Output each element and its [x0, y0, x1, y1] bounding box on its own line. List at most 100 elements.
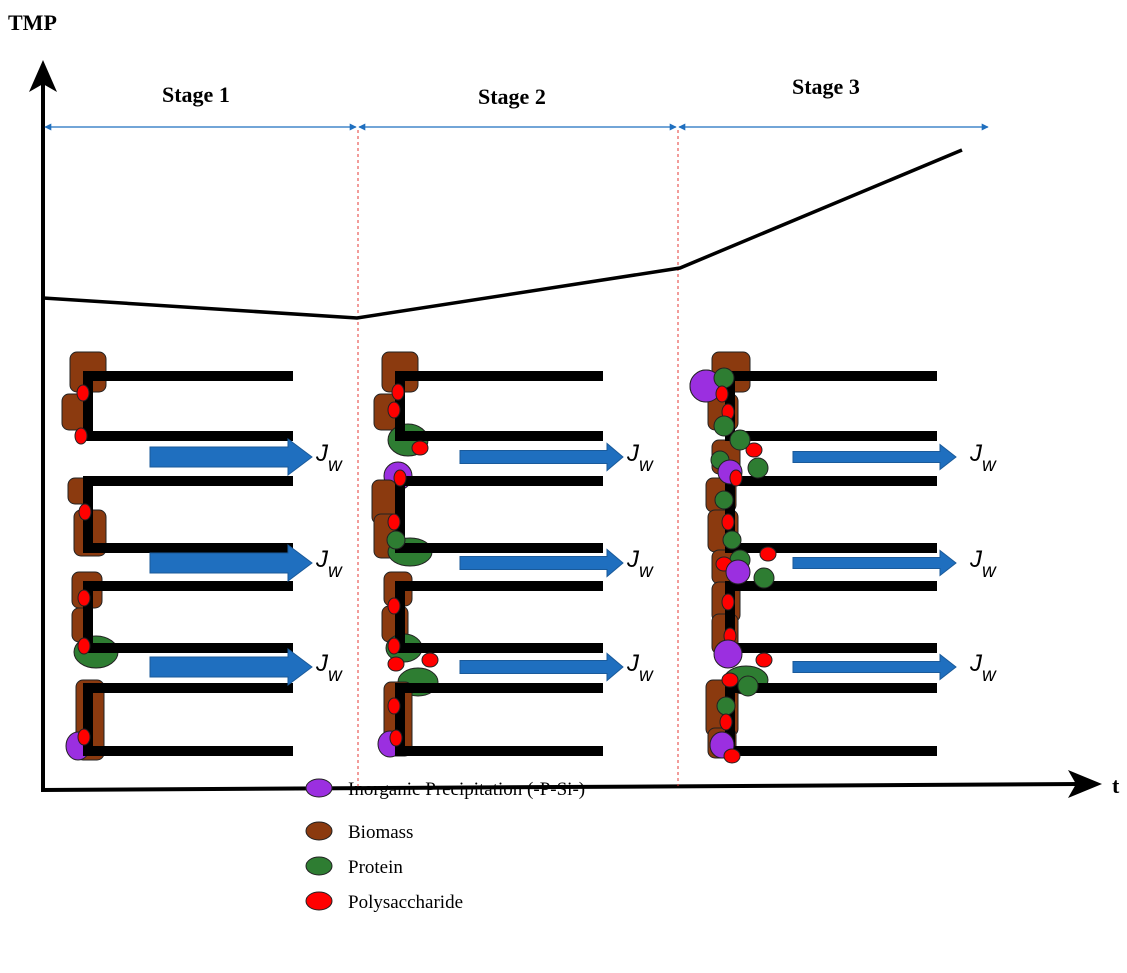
stage-2-flux-subscript-2: w — [639, 561, 654, 582]
stage-3-flux-arrow-2 — [792, 549, 957, 577]
stage-2-flux-arrow-2 — [459, 548, 624, 578]
stage-3-foulant-particle-29 — [723, 748, 741, 764]
stage-1-membrane-channel-3 — [83, 581, 293, 653]
stage-1-foulant-particle-1 — [76, 384, 90, 402]
stage-3-flux-subscript-2: w — [982, 561, 997, 582]
stage-1-foulant-particle-5 — [77, 637, 91, 655]
stage-3-foulant-particle-2 — [713, 367, 735, 389]
axes: TMP t — [8, 10, 1120, 798]
stage-3-foulant-particle-12 — [714, 490, 734, 510]
stage-3-flux-arrow-3 — [792, 653, 957, 681]
stage-3-foulant-particle-24 — [721, 672, 739, 688]
x-axis-label: t — [1112, 773, 1120, 798]
stage-2-foulant-particle-12 — [389, 729, 403, 747]
stage-2-flux-label-2: Jw — [626, 546, 654, 582]
stage-3-foulant-particle-6 — [745, 442, 763, 458]
stage-1-membrane-channel-1 — [83, 371, 293, 441]
stage-2-flux-label-1: Jw — [626, 440, 654, 476]
stage-3-foulant-particle-22 — [713, 639, 743, 669]
stage-3-foulant-particle-27 — [719, 713, 733, 731]
stage-2-foulant-particle-4 — [393, 469, 407, 487]
stage-3-membrane-channel-3 — [725, 581, 937, 653]
stage-2-foulant-particle-5 — [387, 513, 401, 531]
stage-3-foulant-particle-14 — [722, 530, 742, 550]
stage-3-foulant-particle-9 — [747, 457, 769, 479]
stage-1-foulant-particle-2 — [74, 427, 88, 445]
stage-3-flux-arrow-1 — [792, 443, 957, 471]
stage-1-flux-subscript-2: w — [328, 561, 343, 582]
legend-label-biomass: Biomass — [348, 822, 413, 843]
stage-1-label: Stage 1 — [162, 82, 230, 107]
stage-2-label: Stage 2 — [478, 84, 546, 109]
legend-label-protein: Protein — [348, 857, 403, 878]
legend-swatch-biomass — [305, 821, 333, 841]
stage-3-flux-label-3: Jw — [969, 650, 997, 686]
stage-3-foulant-particle-18 — [725, 559, 751, 585]
stage-3-foulant-particle-25 — [737, 675, 759, 697]
stage-1-flux-subscript-1: w — [328, 455, 343, 476]
stage-1-membrane-channel-4 — [83, 683, 293, 756]
stage-1-flux-label-3: Jw — [315, 650, 343, 686]
stage-3-foulant-particle-13 — [721, 513, 735, 531]
x-axis-arrowhead — [1068, 770, 1102, 798]
stage-2-foulant-particle-2 — [387, 401, 401, 419]
stage-3-membrane-channel-4 — [725, 683, 937, 756]
stage-1-foulant-particle-3 — [78, 503, 92, 521]
stage-1-flux-label-1: Jw — [315, 440, 343, 476]
legend-label-polysaccharide: Polysaccharide — [348, 892, 463, 913]
stage-3-foulant-particle-20 — [721, 593, 735, 611]
stage-1-foulant-particle-6 — [77, 728, 91, 746]
stage-3-membrane-channel-1 — [725, 371, 937, 441]
stage-3-membrane-channel-2 — [725, 476, 937, 553]
stage-2-flux-arrow-1 — [459, 442, 624, 472]
tmp-curve — [42, 148, 963, 320]
stage-3-foulant-particle-26 — [716, 696, 736, 716]
x-axis — [40, 782, 1081, 792]
stage-2-foulant-particle-3 — [411, 440, 429, 456]
stage-2-foulant-particle-7 — [387, 597, 401, 615]
legend: Inorganic Precipitation (-P-Si-) Biomass… — [305, 778, 585, 913]
stage-1-flux-subscript-3: w — [328, 665, 343, 686]
stage-1-foulant-particle-4 — [77, 589, 91, 607]
stage-2-membrane-channel-4 — [395, 683, 603, 756]
stage-3-label: Stage 3 — [792, 74, 860, 99]
stage-1-membrane-channel-2 — [83, 476, 293, 553]
stage-header: Stage 1 Stage 2 Stage 3 — [44, 74, 989, 131]
stage-2-flux-label-3: Jw — [626, 650, 654, 686]
legend-swatch-polysaccharide — [305, 891, 333, 911]
stage-2-membrane-channel-2 — [395, 476, 603, 553]
stage-3-foulant-particle-15 — [759, 546, 777, 562]
stage-2-membrane-channel-3 — [395, 581, 603, 653]
stage-3-flux-label-1: Jw — [969, 440, 997, 476]
stage-3-foulant-particle-7 — [729, 429, 751, 451]
legend-label-inorganic: Inorganic Precipitation (-P-Si-) — [348, 779, 585, 800]
stage-3-foulant-particle-11 — [729, 469, 743, 487]
stage-2-foulant-particle-8 — [387, 637, 401, 655]
legend-swatch-protein — [305, 856, 333, 876]
stage-2-flux-subscript-1: w — [639, 455, 654, 476]
stage-3-foulant-particle-3 — [715, 385, 729, 403]
stage-3-foulant-particle-23 — [755, 652, 773, 668]
stage-2-flux-arrow-3 — [459, 652, 624, 682]
legend-swatch-inorganic — [305, 778, 333, 798]
stage-1-flux-arrow-3 — [149, 648, 313, 686]
stage-3-foulant-particle-5 — [713, 415, 735, 437]
stage-2-foulant-particle-11 — [387, 697, 401, 715]
y-axis-arrowhead — [29, 60, 57, 92]
stage-2-flux-subscript-3: w — [639, 665, 654, 686]
stage-2-foulant-particle-1 — [391, 383, 405, 401]
stage-1-flux-arrow-2 — [149, 544, 313, 582]
stage-3-flux-subscript-1: w — [982, 455, 997, 476]
stage-2-foulant-particle-10 — [387, 656, 405, 672]
stage-3-foulant-particle-19 — [753, 567, 775, 589]
stage-1-flux-arrow-1 — [149, 438, 313, 476]
stage-2-membrane-channel-1 — [395, 371, 603, 441]
stage-1-flux-label-2: Jw — [315, 546, 343, 582]
stage-2-foulant-particle-9 — [421, 652, 439, 668]
y-axis-label: TMP — [8, 10, 57, 35]
stage-3-flux-subscript-3: w — [982, 665, 997, 686]
stage-2-foulant-particle-6 — [386, 530, 406, 550]
stage-3-flux-label-2: Jw — [969, 546, 997, 582]
